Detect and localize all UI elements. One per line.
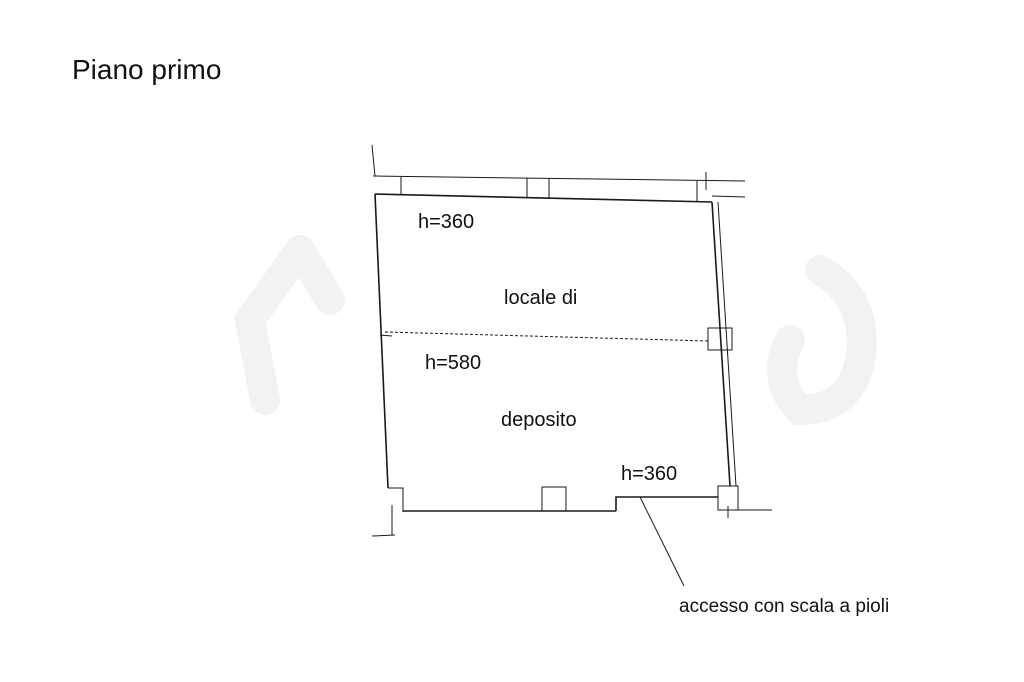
height-label-top: h=360 [418,211,474,233]
height-label-bottom: h=360 [621,463,677,485]
room-name-line1: locale di [504,287,577,309]
watermark [234,235,877,426]
access-leader-line [639,496,685,587]
bottom-pillar [541,486,567,512]
left-wall [371,193,404,537]
right-wall [707,201,772,518]
pillar [707,327,733,351]
height-label-middle: h=580 [425,352,481,374]
bottom-wall [403,486,718,587]
room-name-line2: deposito [501,409,577,431]
plan-title: Piano primo [72,54,222,85]
height-divider-line [384,331,709,342]
top-boundary [371,144,746,203]
access-note: accesso con scala a pioli [679,596,889,617]
